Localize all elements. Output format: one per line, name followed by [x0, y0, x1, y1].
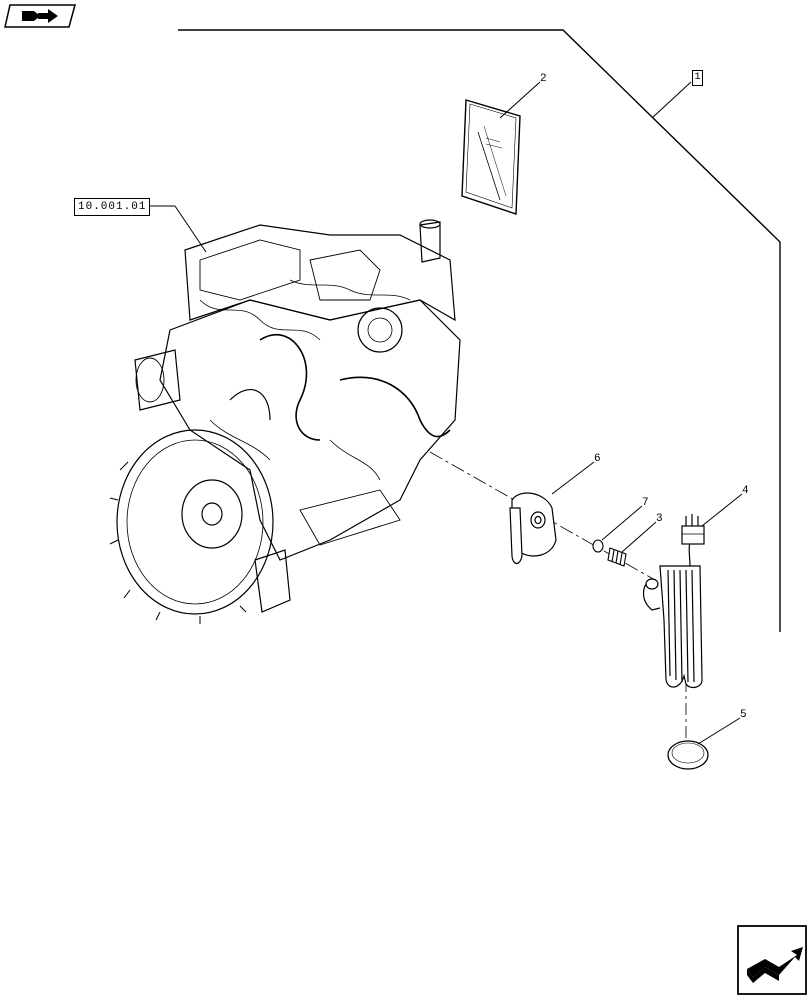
callout-4: 4	[742, 485, 749, 497]
leader-line-3	[621, 521, 657, 553]
heater-element-part	[642, 514, 705, 689]
callout-3: 3	[656, 513, 663, 525]
callout-5: 5	[740, 709, 747, 721]
ring-seal-part	[667, 740, 709, 770]
leader-line-2	[499, 81, 541, 119]
book-arrow-icon	[4, 4, 76, 28]
leader-line-1	[651, 81, 692, 119]
manual-part	[461, 99, 521, 215]
washer-part	[592, 539, 604, 553]
next-page-button[interactable]	[737, 925, 807, 995]
kit-boundary-line	[178, 29, 781, 632]
engine-assembly	[109, 219, 461, 624]
leader-line-7	[601, 505, 643, 541]
engine-reference-label[interactable]: 10.001.01	[74, 198, 151, 216]
next-page-arrow-icon	[737, 925, 807, 995]
adapter-plate-part	[509, 492, 557, 565]
back-to-index-button[interactable]	[4, 4, 76, 28]
callout-7: 7	[642, 497, 649, 509]
fitting-part	[607, 547, 627, 567]
leader-line-6	[551, 461, 595, 495]
callout-6: 6	[594, 453, 601, 465]
callout-2: 2	[540, 73, 547, 85]
leader-line-5	[697, 717, 741, 745]
leader-line-4	[701, 493, 743, 527]
kit-reference-label[interactable]: 1	[692, 70, 703, 86]
